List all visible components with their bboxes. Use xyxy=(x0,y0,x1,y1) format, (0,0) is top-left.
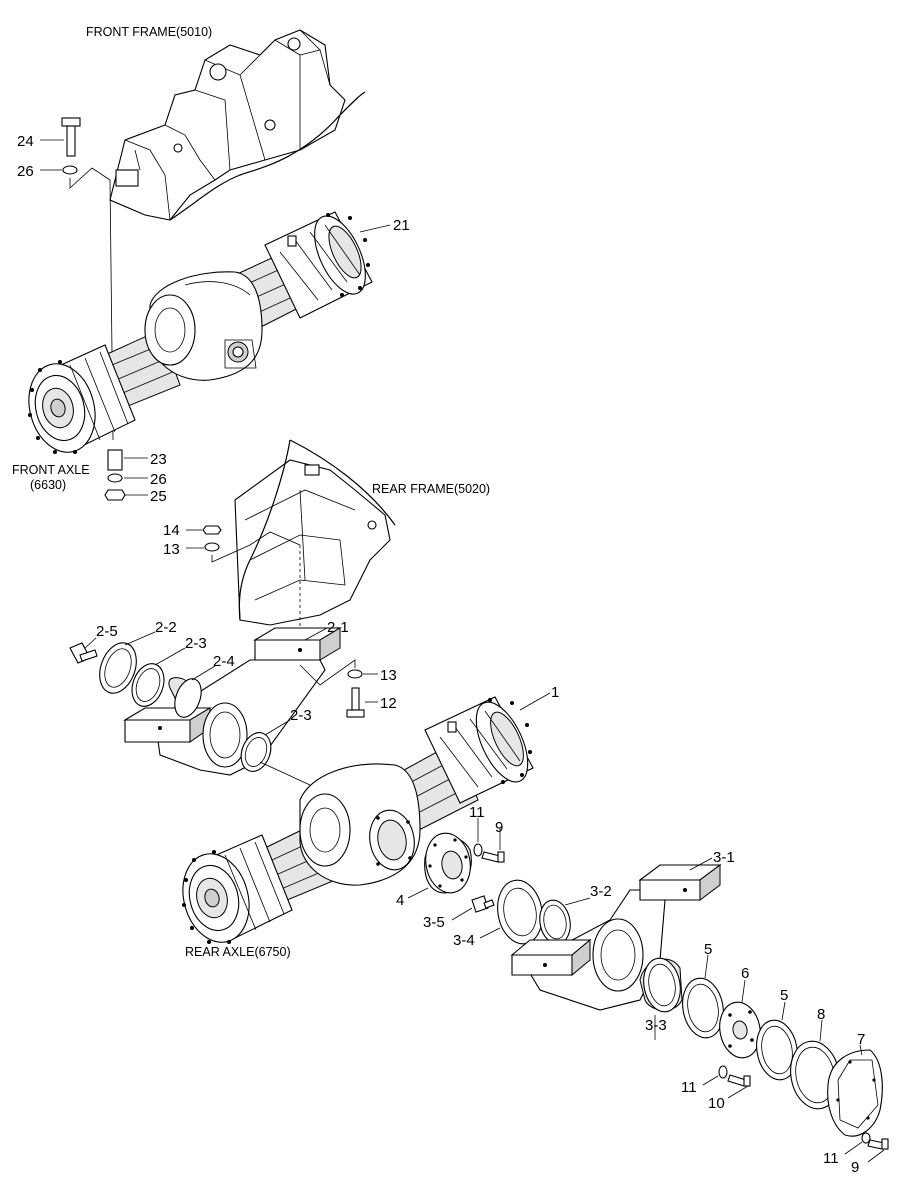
wheel-hub-front-left xyxy=(28,344,136,454)
label-2-3-upper: 2-3 xyxy=(185,635,207,652)
bolt-9-cover xyxy=(867,1138,889,1150)
label-14: 14 xyxy=(163,522,180,539)
washer-11-cover xyxy=(861,1132,871,1144)
rear-axle xyxy=(182,696,534,944)
gasket-3-4 xyxy=(497,879,543,945)
label-6: 6 xyxy=(741,965,749,982)
sleeve-3-3 xyxy=(639,957,683,1013)
label-12: 12 xyxy=(380,695,397,712)
washer-26-front-frame xyxy=(62,165,78,175)
bolt-2-5 xyxy=(69,642,98,664)
label-2-4: 2-4 xyxy=(213,653,235,670)
label-7: 7 xyxy=(857,1031,865,1048)
label-13-lower: 13 xyxy=(380,667,397,684)
leader-lines xyxy=(40,139,885,1163)
rear-axle-title: REAR AXLE(6750) xyxy=(185,945,291,959)
ring-5-left-inner xyxy=(687,983,719,1033)
label-9-cover: 9 xyxy=(851,1159,859,1176)
ring-2-2 xyxy=(99,642,137,694)
label-10: 10 xyxy=(708,1095,725,1112)
label-5-left: 5 xyxy=(704,941,712,958)
ring-3-2-inner xyxy=(543,904,567,940)
plate-6 xyxy=(719,1001,761,1059)
guide-line-13-14 xyxy=(211,531,301,563)
label-2-5: 2-5 xyxy=(96,623,118,640)
label-9-flange: 9 xyxy=(495,819,503,836)
rear-bracket-2-1 xyxy=(123,627,342,776)
washer-11-flange xyxy=(473,843,483,857)
bolt-9-flange xyxy=(481,851,505,863)
ring-2-3-right xyxy=(240,732,272,772)
nut-25 xyxy=(104,489,126,501)
sleeve-2-4-rim xyxy=(174,678,202,718)
label-3-1: 3-1 xyxy=(713,849,735,866)
flange-4 xyxy=(424,832,472,894)
rear-frame xyxy=(234,439,396,626)
bolt-10 xyxy=(727,1074,751,1087)
washer-13-lower xyxy=(347,669,363,679)
label-13-upper: 13 xyxy=(163,541,180,558)
bushing-23 xyxy=(107,449,123,471)
label-1: 1 xyxy=(551,684,559,701)
label-26-mid: 26 xyxy=(150,471,167,488)
label-4: 4 xyxy=(396,892,404,909)
washer-26-front-axle xyxy=(107,473,123,483)
label-11-cover: 11 xyxy=(823,1150,839,1167)
front-frame xyxy=(109,29,366,221)
wheel-hub-1 xyxy=(424,696,534,804)
bolt-24 xyxy=(61,117,81,157)
label-2-1: 2-1 xyxy=(327,619,349,636)
label-8: 8 xyxy=(817,1006,825,1023)
front-axle-code: (6630) xyxy=(30,478,66,492)
ring-2-3-right-inner xyxy=(244,737,268,767)
label-11-plate: 11 xyxy=(681,1079,697,1096)
front-axle xyxy=(28,211,373,454)
front-frame-title: FRONT FRAME(5010) xyxy=(86,25,212,39)
front-axle-title: FRONT AXLE xyxy=(12,463,90,477)
bolt-guide-line-front-frame xyxy=(69,167,114,441)
washer-11-plate xyxy=(718,1065,728,1079)
label-23: 23 xyxy=(150,451,167,468)
bolt-12 xyxy=(346,687,365,718)
label-3-2: 3-2 xyxy=(590,883,612,900)
gasket-3-4-inner xyxy=(503,887,537,937)
nut-14 xyxy=(202,525,222,535)
ring-5-right-inner xyxy=(761,1025,793,1075)
label-11-flange: 11 xyxy=(469,804,485,821)
label-26-top: 26 xyxy=(17,163,34,180)
label-2-2: 2-2 xyxy=(155,619,177,636)
rear-bracket-3-1 xyxy=(510,864,722,1011)
label-3-4: 3-4 xyxy=(453,932,475,949)
cover-7 xyxy=(827,1049,883,1137)
label-3-3: 3-3 xyxy=(645,1017,667,1034)
rear-frame-title: REAR FRAME(5020) xyxy=(372,482,490,496)
ring-2-3-left-inner xyxy=(135,668,161,702)
label-25: 25 xyxy=(150,488,167,505)
ring-2-2-inner xyxy=(104,648,132,688)
washer-13-upper xyxy=(204,542,220,552)
wheel-hub-21 xyxy=(264,211,373,319)
wheel-hub-rear-left xyxy=(182,834,293,944)
label-5-right: 5 xyxy=(780,987,788,1004)
label-21: 21 xyxy=(393,217,410,234)
center-line-rear-axle xyxy=(259,761,311,786)
guide-line-12-13 xyxy=(299,659,356,686)
bolt-3-5 xyxy=(471,895,495,913)
label-2-3-lower: 2-3 xyxy=(290,707,312,724)
label-3-5: 3-5 xyxy=(423,914,445,931)
label-24: 24 xyxy=(17,133,34,150)
